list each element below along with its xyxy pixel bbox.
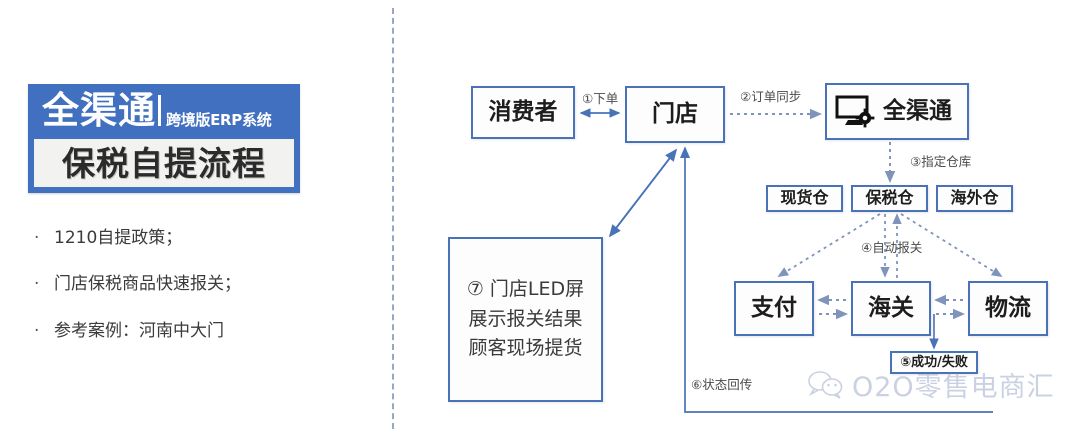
brand-name: 全渠通 <box>42 89 156 132</box>
led-line-3: 顾客现场提货 <box>468 337 583 360</box>
list-item: · 门店保税商品快速报关； <box>34 274 364 294</box>
bullet-list: · 1210自提政策； · 门店保税商品快速报关； · 参考案例：河南中大门 <box>34 228 364 367</box>
brand-subtitle: 跨境版ERP系统 <box>166 111 272 129</box>
list-item-label: 参考案例：河南中大门 <box>54 320 224 341</box>
node-payment-label: 支付 <box>751 295 797 322</box>
node-store-label: 门店 <box>652 101 698 128</box>
panel-divider <box>392 8 394 429</box>
node-warehouse-bonded[interactable]: 保税仓 <box>851 185 928 212</box>
edge-label-assign-warehouse: ③指定仓库 <box>910 154 972 169</box>
node-result-status-label: ⑤成功/失败 <box>900 354 968 370</box>
node-store-led-screen[interactable]: ⑦ 门店LED屏 展示报关结果 顾客现场提货 <box>448 237 603 402</box>
led-line-1: ⑦ 门店LED屏 <box>466 278 585 301</box>
bullet-dot-icon: · <box>34 320 40 341</box>
node-omnichannel-system[interactable]: 全渠通 <box>825 83 969 140</box>
node-omnichannel-label: 全渠通 <box>883 98 952 125</box>
bullet-dot-icon: · <box>34 228 40 248</box>
node-consumer-label: 消费者 <box>488 99 558 126</box>
node-warehouse-overseas-label: 海外仓 <box>950 188 999 208</box>
node-warehouse-bonded-label: 保税仓 <box>865 188 914 208</box>
edge-label-auto-declare: ④自动报关 <box>861 240 923 255</box>
flowchart-connectors <box>579 108 1003 413</box>
node-consumer[interactable]: 消费者 <box>471 86 575 139</box>
banner-title-row: 保税自提流程 <box>34 139 294 187</box>
edge-label-status-return: ⑥状态回传 <box>691 377 753 392</box>
node-result-status[interactable]: ⑤成功/失败 <box>890 351 978 374</box>
led-line-2: 展示报关结果 <box>468 307 583 330</box>
page-title: 保税自提流程 <box>62 143 266 183</box>
node-customs-label: 海关 <box>868 295 914 322</box>
node-warehouse-overseas[interactable]: 海外仓 <box>936 185 1013 212</box>
monitor-gear-icon <box>835 95 875 127</box>
left-panel: 全渠通 跨境版ERP系统 保税自提流程 · 1210自提政策； · 门店保税商品… <box>0 0 393 437</box>
banner-brand-row: 全渠通 跨境版ERP系统 <box>28 84 300 137</box>
node-customs[interactable]: 海关 <box>851 281 931 336</box>
node-logistics-label: 物流 <box>985 295 1031 322</box>
list-item: · 1210自提政策； <box>34 228 364 248</box>
bullet-dot-icon: · <box>34 274 40 295</box>
flowchart: 消费者 门店 全渠通 现货仓 保税仓 <box>393 0 1080 437</box>
edge-label-order: ①下单 <box>582 91 619 106</box>
list-item-label: 门店保税商品快速报关； <box>54 274 241 295</box>
brand-divider <box>158 95 161 126</box>
title-banner: 全渠通 跨境版ERP系统 保税自提流程 <box>28 84 300 193</box>
list-item-label: 1210自提政策； <box>54 228 183 248</box>
node-warehouse-spot-label: 现货仓 <box>780 188 829 208</box>
edge-label-order-sync: ②订单同步 <box>740 89 802 104</box>
node-warehouse-spot[interactable]: 现货仓 <box>766 185 843 212</box>
list-item: · 参考案例：河南中大门 <box>34 321 364 341</box>
node-logistics[interactable]: 物流 <box>968 281 1048 336</box>
node-payment[interactable]: 支付 <box>734 281 814 336</box>
node-store[interactable]: 门店 <box>625 86 725 143</box>
